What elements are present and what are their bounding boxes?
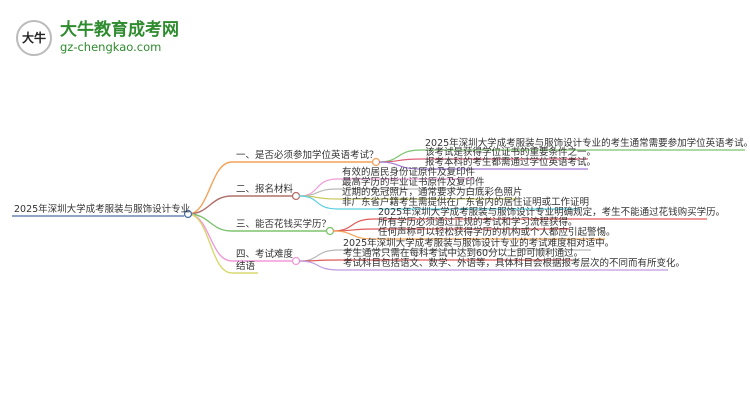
- leaf-node[interactable]: 报考本科的考生都需通过学位英语考试。: [425, 157, 597, 168]
- leaf-node[interactable]: 考生通常只需在每科考试中达到60分以上即可顺利通过。: [343, 248, 584, 259]
- logo-url: gz-chengkao.com: [60, 40, 162, 54]
- leaf-node[interactable]: 所有学历必须通过正规的考试和学习流程获得。: [378, 217, 578, 228]
- branch-node[interactable]: 三、能否花钱买学历？: [236, 219, 332, 230]
- branch-node[interactable]: 四、考试难度: [236, 249, 294, 260]
- leaf-connector: [378, 161, 588, 170]
- leaf-connector: [298, 195, 580, 210]
- leaf-node[interactable]: 近期的免冠照片，通常要求为白底彩色照片: [342, 187, 523, 198]
- branch-connector: [187, 213, 326, 232]
- root-node[interactable]: 2025年深圳大学成考服装与服饰设计专业: [14, 204, 191, 215]
- branch-node[interactable]: 一、是否必须参加学位英语考试？: [236, 150, 379, 161]
- branch-connector: [187, 213, 258, 274]
- leaf-node[interactable]: 任何声称可以轻松获得学历的机构或个人都应引起警惕。: [378, 227, 616, 238]
- branch-connector: [187, 195, 292, 215]
- logo-title: 大牛教育成考网: [60, 20, 179, 40]
- leaf-node[interactable]: 最高学历的毕业证书原件及复印件: [342, 177, 485, 188]
- leaf-node[interactable]: 考试科目包括语文、数学、外语等，具体科目会根据报考层次的不同而有所变化。: [343, 258, 686, 269]
- branch-connector: [187, 161, 372, 215]
- leaf-node[interactable]: 该考试是获得学位证书的重要条件之一。: [425, 147, 597, 158]
- leaf-node[interactable]: 非广东省户籍考生需提供在广东省内的居住证明或工作证明: [342, 197, 590, 208]
- leaf-node[interactable]: 2025年深圳大学成考服装与服饰设计专业明确规定，考生不能通过花钱购买学历。: [378, 207, 726, 218]
- root-toggle[interactable]: [183, 209, 193, 219]
- collapse-toggle[interactable]: [291, 256, 301, 266]
- leaf-node[interactable]: 2025年深圳大学成考服装与服饰设计专业的考生通常需要参加学位英语考试。: [425, 138, 750, 149]
- branch-node[interactable]: 结语: [236, 261, 256, 272]
- collapse-toggle[interactable]: [291, 191, 301, 201]
- leaf-connector: [298, 260, 668, 271]
- branch-node[interactable]: 二、报名材料: [236, 184, 294, 195]
- logo-icon: 大牛: [16, 20, 52, 56]
- leaf-node[interactable]: 有效的居民身份证原件及复印件: [342, 167, 476, 178]
- leaf-connector: [332, 230, 605, 240]
- leaf-node[interactable]: 2025年深圳大学成考服装与服饰设计专业的考试难度相对适中。: [343, 238, 615, 249]
